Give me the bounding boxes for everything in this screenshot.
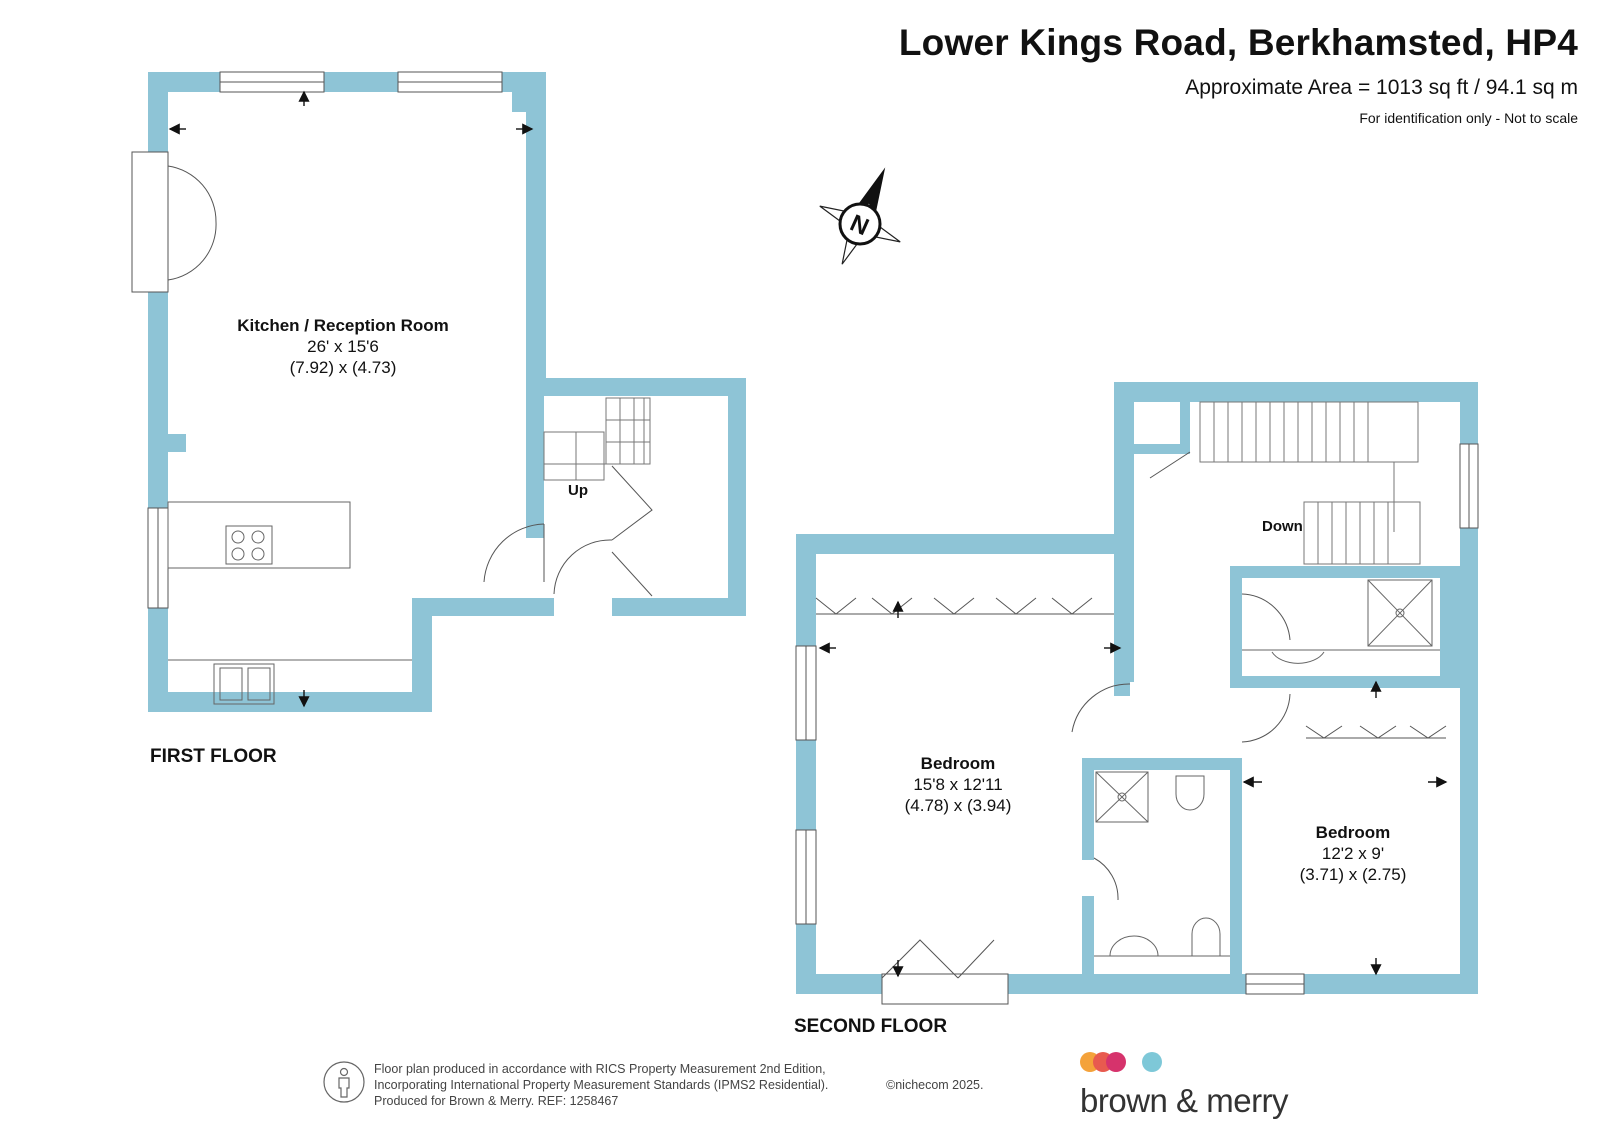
footer-line-1: Floor plan produced in accordance with R… [374, 1062, 826, 1076]
second-floor-windows [795, 443, 1479, 1005]
logo-dot-4 [1142, 1052, 1162, 1072]
kitchen-fittings [167, 501, 412, 705]
logo-dot-3 [1106, 1052, 1126, 1072]
room-name: Bedroom [920, 754, 996, 773]
room-size-metric: (4.78) x (3.94) [904, 796, 1012, 815]
room-name: Bedroom [1315, 823, 1391, 842]
first-floor-label: FIRST FLOOR [150, 746, 277, 767]
compass-icon: N [819, 167, 901, 265]
first-floor-plan [148, 72, 746, 712]
bathroom-fittings [1094, 579, 1440, 957]
room-bedroom-main: Bedroom 15'8 x 12'11 (4.78) x (3.94) [905, 753, 1012, 816]
room-size-imperial: 12'2 x 9' [1321, 844, 1385, 863]
room-kitchen-reception: Kitchen / Reception Room 26' x 15'6 (7.9… [237, 315, 449, 378]
first-floor-doors [483, 465, 653, 597]
second-floor-label: SECOND FLOOR [794, 1016, 948, 1037]
room-size-imperial: 15'8 x 12'11 [913, 775, 1003, 794]
page-title: Lower Kings Road, Berkhamsted, HP4 [898, 22, 1578, 63]
room-bedroom-second: Bedroom 12'2 x 9' (3.71) x (2.75) [1300, 822, 1407, 885]
first-floor-stairs [543, 397, 651, 481]
stairs-down-label: Down [1262, 518, 1303, 535]
room-size-imperial: 26' x 15'6 [307, 337, 379, 356]
wardrobes [815, 597, 1447, 739]
logo-text: brown & merry [1080, 1082, 1289, 1119]
footer-disclaimer: Floor plan produced in accordance with R… [374, 1061, 983, 1109]
footer-copyright: ©nichecom 2025. [886, 1078, 984, 1092]
room-size-metric: (3.71) x (2.75) [1299, 865, 1407, 884]
stairs-up-label: Up [568, 482, 588, 499]
footer-line-3: Produced for Brown & Merry. REF: 1258467 [374, 1094, 619, 1108]
scale-note: For identification only - Not to scale [1359, 110, 1578, 126]
room-size-metric: (7.92) x (4.73) [289, 358, 397, 377]
brand-logo: brown & merry [1080, 1052, 1310, 1122]
footer-line-2: Incorporating International Property Mea… [374, 1078, 829, 1092]
second-floor-stairs [1199, 401, 1421, 565]
area-summary: Approximate Area = 1013 sq ft / 94.1 sq … [1185, 76, 1578, 99]
room-name: Kitchen / Reception Room [237, 316, 449, 335]
first-floor-arrows [168, 90, 534, 708]
first-floor-windows [147, 71, 503, 609]
second-floor-doors [881, 451, 1291, 979]
first-floor-french-doors [131, 151, 217, 293]
second-floor-arrows [818, 600, 1448, 978]
person-measure-icon [323, 1061, 365, 1103]
